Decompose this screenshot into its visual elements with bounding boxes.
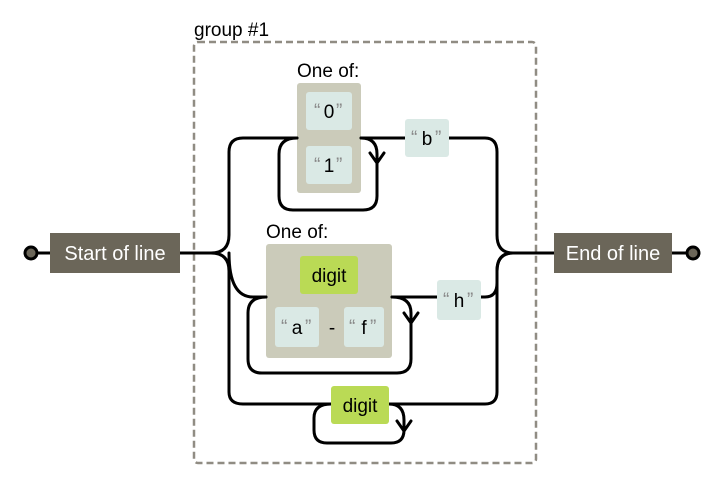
svg-text:“: “ <box>411 128 417 149</box>
literal-b: “ b ” <box>405 119 449 157</box>
svg-text:“: “ <box>314 101 320 122</box>
connection-wires <box>34 136 690 445</box>
svg-text:“: “ <box>443 290 449 311</box>
charset-label-top: One of: <box>297 61 359 82</box>
literal-a: “ a ” <box>275 307 319 347</box>
literal-f-text: f <box>361 318 367 339</box>
svg-text:”: ” <box>467 290 473 311</box>
end-of-line-label: End of line <box>566 243 661 265</box>
group-box <box>192 40 538 465</box>
svg-text:”: ” <box>435 128 441 149</box>
literal-h: “ h ” <box>437 280 481 320</box>
end-terminal-icon <box>685 245 701 261</box>
svg-text:“: “ <box>314 155 320 176</box>
range-dash: - <box>329 318 335 339</box>
svg-text:”: ” <box>336 101 342 122</box>
literal-a-text: a <box>292 318 303 339</box>
literal-f: “ f ” <box>344 307 384 347</box>
start-terminal-icon <box>23 245 39 261</box>
charset-label-mid: One of: <box>266 222 328 243</box>
literal-1-text: 1 <box>324 156 335 177</box>
svg-text:”: ” <box>336 155 342 176</box>
start-of-line-box <box>50 233 180 273</box>
literal-0-text: 0 <box>324 102 335 123</box>
group-label: group #1 <box>194 20 269 41</box>
digit-class-charset-text: digit <box>312 266 348 287</box>
digit-class-loop-text: digit <box>343 396 379 417</box>
svg-text:“: “ <box>349 317 355 338</box>
literal-0: “ 0 ” <box>306 92 352 130</box>
svg-text:”: ” <box>305 317 311 338</box>
digit-class-charset: digit <box>300 256 358 294</box>
digit-class-loop: digit <box>331 386 389 424</box>
svg-text:”: ” <box>370 317 376 338</box>
end-of-line-box <box>554 233 672 273</box>
literal-1: “ 1 ” <box>306 146 352 184</box>
literal-b-text: b <box>422 129 433 150</box>
start-of-line-label: Start of line <box>64 243 165 265</box>
literal-h-text: h <box>454 291 465 312</box>
svg-text:“: “ <box>281 317 287 338</box>
